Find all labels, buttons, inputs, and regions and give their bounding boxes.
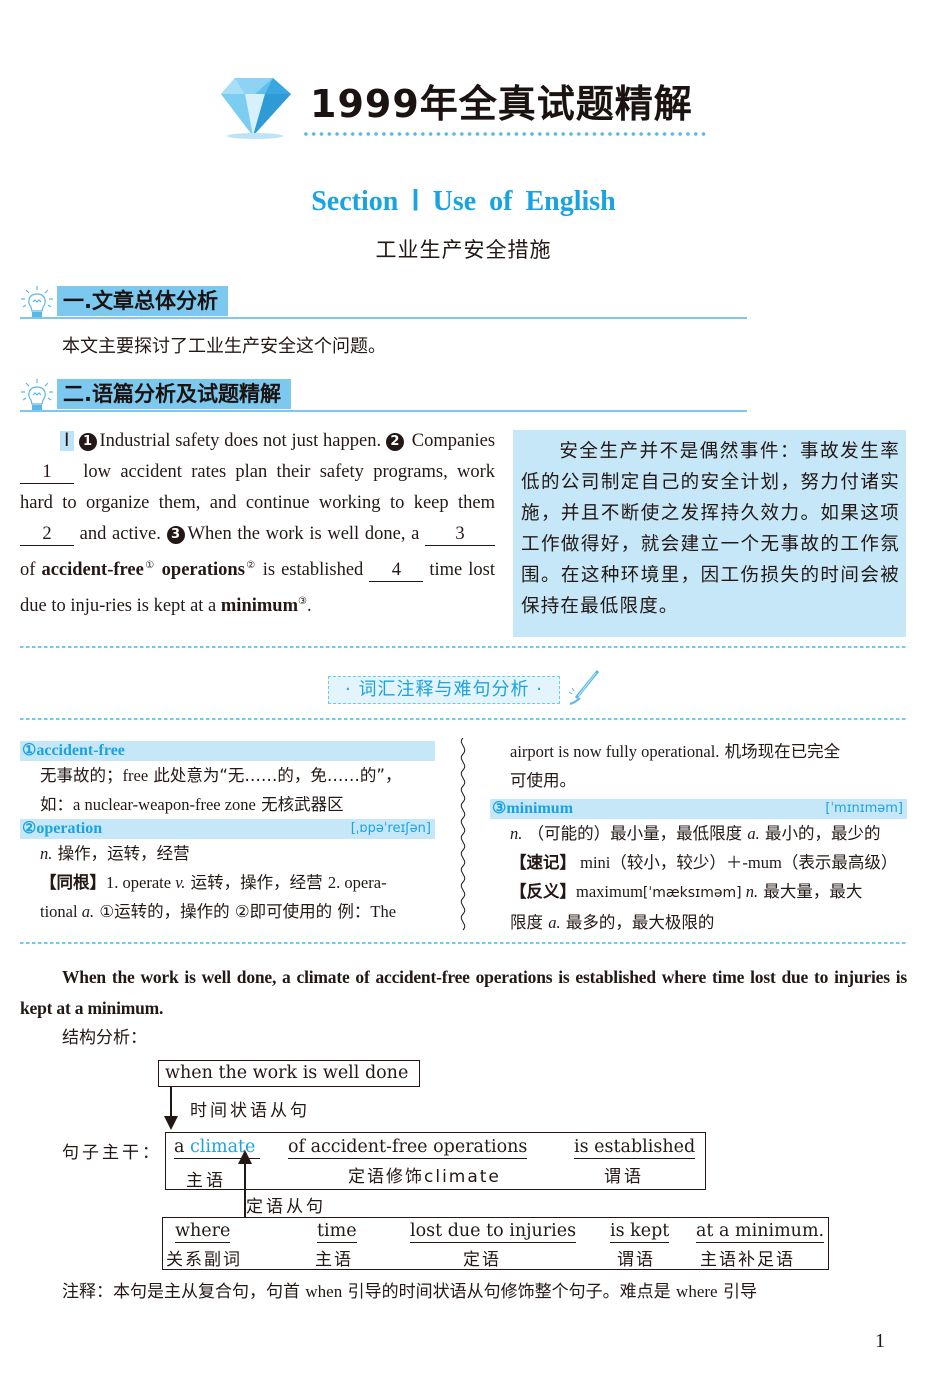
footnote-marker: ③	[297, 596, 307, 608]
section-heading-analysis: 二.语篇分析及试题精解	[20, 376, 747, 412]
vocab-term-operations: operations	[161, 560, 245, 581]
clause-subject-label: 主语	[315, 1250, 353, 1270]
main-clause-box	[165, 1132, 706, 1190]
vocab-term-accident-free: accident-free	[41, 560, 144, 581]
wavy-column-divider	[460, 738, 466, 931]
relative-adverb-label: 关系副词	[166, 1250, 242, 1270]
sentence-text: Companies	[411, 431, 496, 451]
sentence-number-2: 2	[385, 433, 404, 451]
clause-subject: time	[317, 1221, 357, 1243]
vocab-column-right: airport is now fully operational. 机场现在已完…	[490, 737, 907, 937]
sentence-text: of	[20, 560, 36, 581]
passage-subtitle: 工业生产安全措施	[375, 238, 552, 262]
vocab-example: airport is now fully operational. 机场现在已完…	[510, 742, 841, 761]
attributive-phrase-label: 定语修饰climate	[348, 1167, 501, 1187]
subject-label: 主语	[186, 1171, 226, 1191]
sentence-number-3: 3	[166, 526, 185, 544]
vocab-entry-heading: ③minimum [ˈmɪnɪməm]	[490, 799, 907, 819]
blank-3[interactable]: 3	[425, 523, 495, 546]
page-number: 1	[875, 1330, 885, 1352]
predicate-phrase: is established	[574, 1137, 696, 1159]
dashed-divider	[20, 942, 907, 944]
clause-attributive-label: 定语	[463, 1250, 501, 1270]
diamond-icon	[221, 78, 291, 139]
clause-attributive: lost due to injuries	[410, 1221, 577, 1243]
arrow-up-icon	[238, 1150, 252, 1164]
phonetic: [ˌɒpəˈreɪʃən]	[350, 821, 431, 836]
blank-4[interactable]: 4	[369, 559, 424, 583]
vocab-term-minimum: minimum	[220, 596, 298, 617]
arrow-line	[244, 1163, 246, 1218]
relative-clause-box	[162, 1217, 829, 1270]
title-dotted-underline	[302, 131, 708, 137]
dashed-divider	[20, 646, 907, 648]
annotation-note: 注释：本句是主从复合句，句首 when 引导的时间状语从句修饰整个句子。难点是 …	[62, 1282, 757, 1302]
section-heading-overview: 一.文章总体分析	[20, 283, 747, 319]
vocab-definition: n. （可能的）最小量，最低限度 a. 最小的，最少的	[510, 824, 881, 843]
lightbulb-icon	[21, 286, 53, 317]
vocab-antonym: 【反义】maximum[ˈmæksɪməm] n. 最大量，最大	[510, 882, 863, 901]
footnote-marker: ②	[244, 560, 257, 571]
sentence-text: and active.	[79, 524, 161, 544]
vocab-section-badge: · 词汇注释与难句分析 ·	[328, 676, 560, 704]
translation-box: 安全生产并不是偶然事件：事故发生率低的公司制定自己的安全计划，努力付诸实施，并且…	[513, 430, 906, 637]
vocab-entry-heading: ②operation [ˌɒpəˈreɪʃən]	[20, 819, 435, 839]
sentence-number-1: 1	[78, 433, 97, 451]
vocab-definition: 无事故的；free 此处意为“无……的，免……的”，	[40, 766, 402, 785]
arrow-down-icon	[164, 1116, 178, 1130]
vocab-example: 可使用。	[510, 771, 576, 790]
lightbulb-icon	[21, 379, 53, 410]
section-heading-label: 二.语篇分析及试题精解	[57, 379, 291, 409]
sentence-text: time lost due to inju-ries is kept at a	[20, 560, 495, 617]
page-title: 1999年全真试题精解	[310, 82, 693, 126]
dashed-divider	[20, 718, 907, 720]
adverbial-clause-label: 时间状语从句	[190, 1101, 310, 1121]
pen-icon	[568, 670, 600, 705]
vocab-cognate: 【同根】1. operate v. 运转，操作，经营 2. opera-	[40, 873, 387, 892]
sentence-text: is established	[262, 560, 364, 581]
clause-predicate-label: 谓语	[617, 1250, 655, 1270]
section-heading-label: 一.文章总体分析	[57, 286, 228, 316]
phonetic: [ˈmɪnɪməm]	[825, 801, 903, 816]
sentence-text: When the work is well done, a	[187, 524, 420, 544]
paragraph-number: Ⅰ	[60, 431, 74, 451]
vocab-headword: ②operation	[22, 820, 103, 837]
overview-text: 本文主要探讨了工业生产安全这个问题。	[62, 336, 386, 357]
vocab-headword: ①accident-free	[22, 742, 125, 759]
adverbial-clause-box: when the work is well done	[158, 1060, 420, 1087]
main-clause-label: 句子主干：	[62, 1143, 162, 1163]
arrow-line	[170, 1087, 172, 1121]
blank-1[interactable]: 1	[20, 461, 74, 484]
vocab-headword: ③minimum	[492, 800, 574, 817]
footnote-marker: ①	[143, 560, 156, 571]
vocab-definition: n. 操作，运转，经营	[40, 844, 190, 863]
vocab-mnemonic: 【速记】 mini（较小，较少）＋-mum（表示最高级）	[510, 853, 898, 872]
vocab-antonym: 限度 a. 最多的，最大极限的	[510, 913, 715, 932]
period: .	[306, 596, 312, 617]
key-sentence: When the work is well done, a climate of…	[20, 967, 907, 1018]
blank-2[interactable]: 2	[20, 523, 74, 546]
relative-adverb: where	[175, 1221, 231, 1243]
structure-analysis-label: 结构分析：	[62, 1028, 147, 1048]
vocab-cognate: tional a. ①运转的，操作的 ②即可使用的 例：The	[40, 902, 397, 921]
sentence-text: low accident rates plan their safety pro…	[20, 462, 495, 513]
subject-complement-label: 主语补足语	[700, 1250, 795, 1270]
clause-predicate: is kept	[610, 1221, 670, 1243]
predicate-label: 谓语	[604, 1167, 644, 1187]
section-title: Section Ⅰ Use of English	[311, 186, 616, 217]
sentence-text: Industrial safety does not just happen.	[99, 431, 382, 451]
vocab-entry-heading: ①accident-free	[20, 741, 435, 761]
section-heading-rule	[20, 317, 747, 319]
relative-clause-label: 定语从句	[246, 1197, 326, 1217]
vocab-example: 如：a nuclear-weapon-free zone 无核武器区	[40, 795, 344, 814]
vocab-column-left: ①accident-free 无事故的；free 此处意为“无……的，免……的”…	[20, 741, 435, 926]
translation-text: 安全生产并不是偶然事件：事故发生率低的公司制定自己的安全计划，努力付诸实施，并且…	[521, 441, 900, 617]
subject-complement: at a minimum.	[696, 1221, 825, 1243]
section-heading-rule	[20, 410, 747, 412]
attributive-phrase: of accident-free operations	[288, 1137, 528, 1159]
